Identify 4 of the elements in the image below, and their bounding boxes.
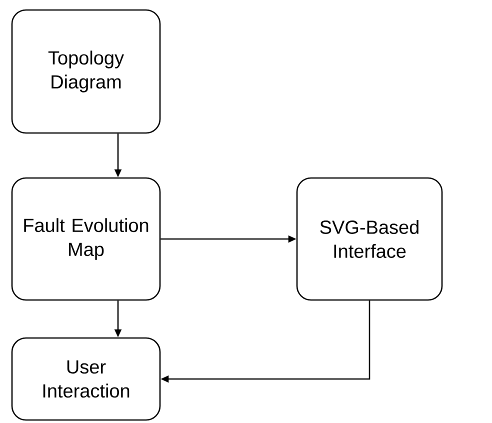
process-box: Topology Diagram [11, 9, 161, 134]
process-box: Fault Evolution Map [11, 177, 161, 301]
process-box: User Interaction [11, 337, 161, 421]
process-box: SVG-Based Interface [296, 177, 443, 301]
